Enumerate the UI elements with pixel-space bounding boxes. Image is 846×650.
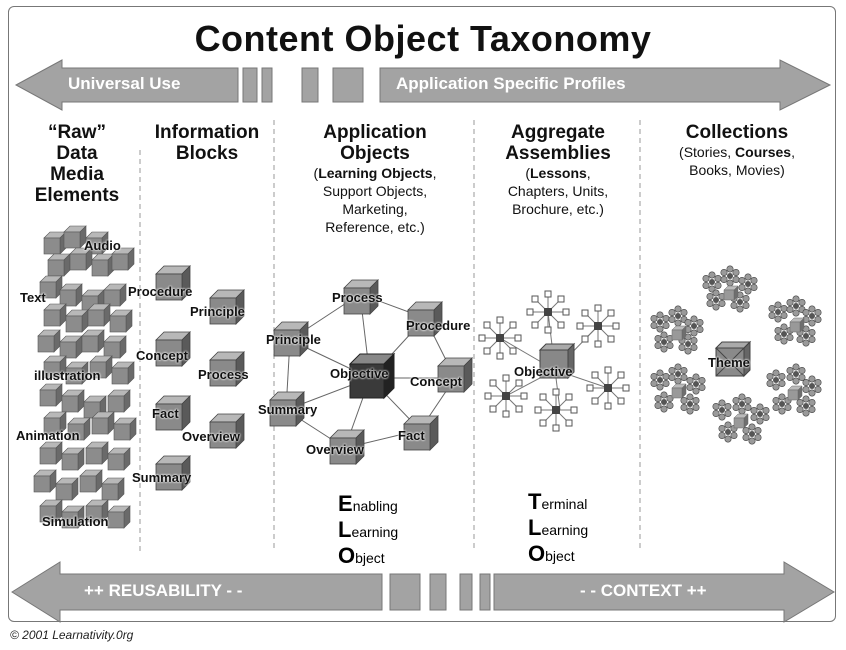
terminal-learning-object: Terminal Learning Object — [528, 489, 589, 566]
info-item-overview: Overview — [182, 429, 240, 444]
information-blocks-heading: Information Blocks — [154, 122, 260, 164]
raw-item-animation: Animation — [16, 428, 80, 443]
app-node-process: Process — [332, 290, 383, 305]
aggregate-assemblies-wheels — [478, 290, 630, 432]
universal-use-label: Universal Use — [68, 74, 181, 93]
diagram-frame — [8, 6, 836, 622]
objective-center-cube-aggregate — [538, 342, 576, 380]
info-item-concept: Concept — [136, 348, 188, 363]
enabling-learning-object: Enabling Learning Object — [338, 491, 399, 568]
raw-item-audio: Audio — [84, 238, 121, 253]
objective-center-cube — [348, 352, 396, 400]
raw-data-heading: “Raw” Data Media Elements — [34, 122, 120, 206]
info-item-fact: Fact — [152, 406, 179, 421]
info-item-principle: Principle — [190, 304, 245, 319]
aggregate-center-objective: Objective — [514, 364, 573, 379]
application-specific-profiles-label: Application Specific Profiles — [396, 74, 626, 93]
info-item-process: Process — [198, 367, 249, 382]
app-node-summary: Summary — [258, 402, 318, 417]
reusability-label: ++ REUSABILITY - - — [84, 581, 243, 600]
top-arrow — [14, 59, 832, 111]
app-node-overview: Overview — [306, 442, 364, 457]
app-node-procedure: Procedure — [406, 318, 471, 333]
collection-flowers — [650, 265, 822, 445]
collections-heading: Collections (Stories, Courses, Books, Mo… — [679, 122, 795, 178]
raw-item-illustration: illustration — [34, 368, 101, 383]
app-node-concept: Concept — [410, 374, 462, 389]
app-center-objective: Objective — [330, 366, 389, 381]
theme-center-cube — [714, 340, 752, 378]
application-object-network — [269, 279, 473, 465]
bottom-arrow — [11, 561, 835, 623]
application-objects-heading: Application Objects (Learning Objects, S… — [313, 122, 437, 235]
copyright-notice: © 2001 Learnativity.0rg — [10, 628, 134, 642]
app-node-fact: Fact — [398, 428, 425, 443]
app-node-principle: Principle — [266, 332, 321, 347]
info-item-procedure: Procedure — [128, 284, 193, 299]
aggregate-assemblies-heading: Aggregate Assemblies (Lessons, Chapters,… — [505, 122, 611, 217]
raw-item-simulation: Simulation — [42, 514, 109, 529]
context-label: - - CONTEXT ++ — [580, 581, 707, 600]
collections-center-theme: Theme — [708, 355, 750, 370]
info-item-summary: Summary — [132, 470, 192, 485]
diagram-title: Content Object Taxonomy — [194, 18, 652, 59]
raw-item-text: Text — [20, 290, 46, 305]
